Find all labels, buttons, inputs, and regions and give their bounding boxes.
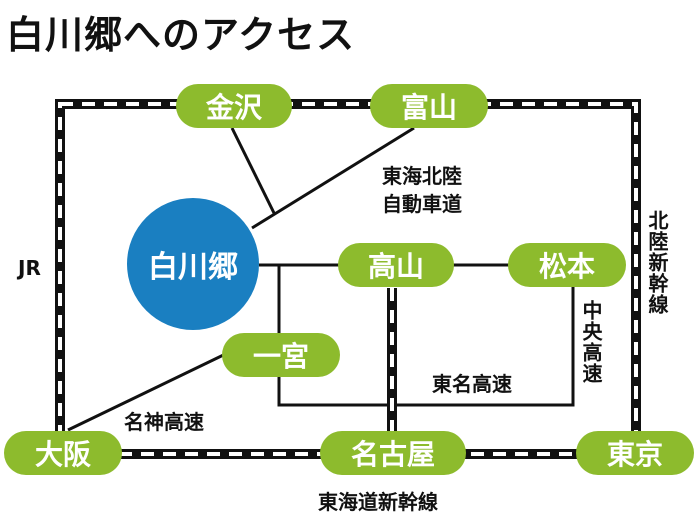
meishin-expressway-line <box>67 345 241 432</box>
station-takayama[interactable]: 高山 <box>338 243 454 287</box>
tokai-hokuriku-expressway-line <box>251 126 415 230</box>
route-label-tokaido-shinkansen: 東海道新幹線 <box>318 490 438 514</box>
kanazawa-hub-road <box>230 127 276 214</box>
tomei-chuo-expressway-line <box>392 286 575 407</box>
route-label-tomei: 東名高速 <box>432 372 512 396</box>
route-label-tokai-hokuriku-1: 東海北陸 <box>382 164 462 188</box>
route-label-tokai-hokuriku-2: 自動車道 <box>382 192 462 216</box>
station-osaka[interactable]: 大阪 <box>4 431 122 475</box>
station-nagoya[interactable]: 名古屋 <box>320 431 466 475</box>
station-kanazawa[interactable]: 金沢 <box>176 84 292 128</box>
station-tokyo[interactable]: 東京 <box>576 431 694 475</box>
route-label-hokuriku-shinkansen: 北陸新幹線 <box>645 210 669 315</box>
station-ichinomiya[interactable]: 一宮 <box>222 333 340 377</box>
page-title: 白川郷へのアクセス <box>6 13 356 57</box>
station-matsumoto[interactable]: 松本 <box>508 243 626 287</box>
shirakawago-hub[interactable]: 白川郷 <box>127 198 259 330</box>
station-toyama[interactable]: 富山 <box>370 84 488 128</box>
route-label-jr: JR <box>18 256 41 280</box>
route-label-chuo: 中央高速 <box>579 300 603 384</box>
route-label-meishin: 名神高速 <box>124 410 204 434</box>
hub-ichinomiya-road <box>277 265 392 407</box>
